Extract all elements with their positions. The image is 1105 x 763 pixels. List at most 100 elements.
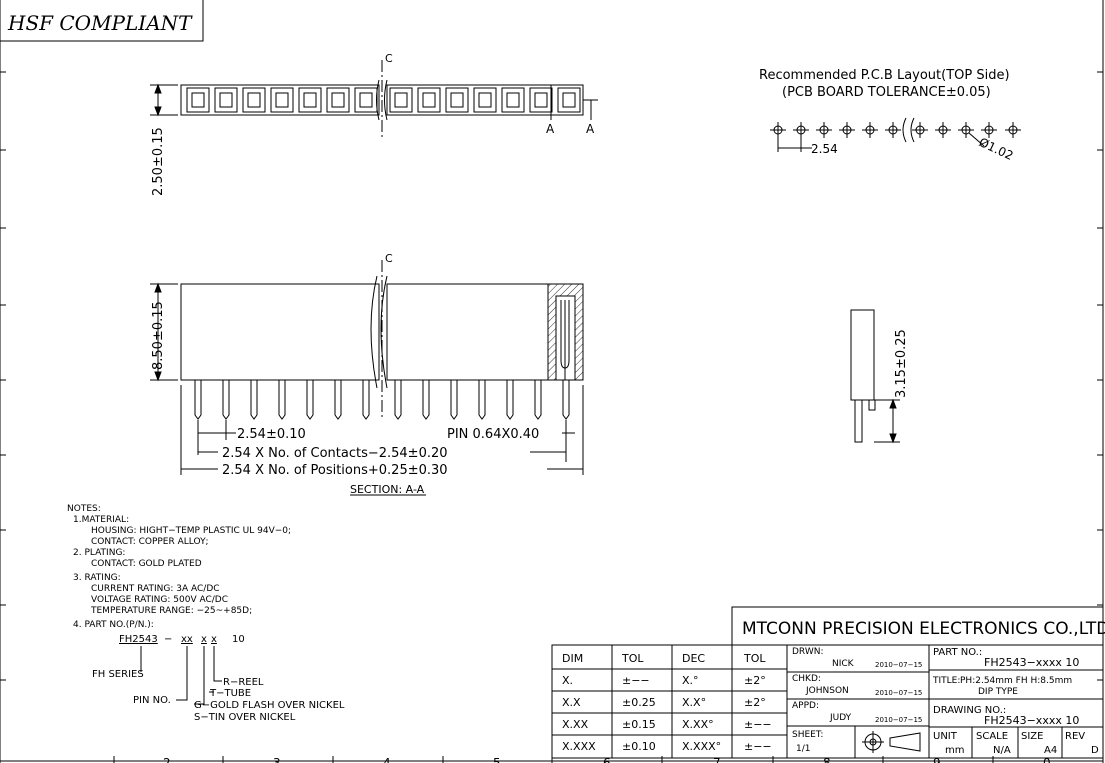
title-label: TITLE: (932, 676, 960, 686)
drwn-name: NICK (832, 659, 855, 669)
note-line: 3. RATING: (73, 573, 121, 583)
pn-pin-label: PIN NO. (133, 695, 171, 706)
top-center-mark: C (385, 52, 393, 65)
appd-date: 2010−07−15 (875, 716, 922, 724)
sheet-label: SHEET: (792, 730, 823, 740)
title-block-lines (731, 606, 1104, 759)
appd-label: APPD: (792, 701, 819, 711)
notes-title: NOTES: (67, 504, 101, 514)
pcb-pitch: 2.54 (811, 142, 838, 156)
pcb-title-line2: (PCB BOARD TOLERANCE±0.05) (782, 85, 991, 100)
sheet-value: 1/1 (796, 744, 810, 754)
pn-base: FH2543 (119, 634, 158, 645)
top-height-dim: 2.50±0.15 (151, 127, 166, 196)
appd-name: JUDY (829, 713, 852, 723)
unit-label: UNIT (933, 731, 958, 742)
note-line: 2. PLATING: (73, 548, 125, 558)
size-value: A4 (1044, 745, 1057, 756)
note-line: CONTACT: COPPER ALLOY; (91, 537, 209, 547)
tol-cell: X.X° (682, 696, 706, 709)
drwn-label: DRWN: (792, 647, 823, 657)
tol-cell: ±0.15 (622, 718, 656, 731)
tol-cell: ±0.10 (622, 740, 656, 753)
front-view-pins (194, 380, 570, 420)
tol-cell: X.XX (562, 718, 589, 731)
note-line: TEMPERATURE RANGE: −25~+85D; (90, 606, 252, 616)
zone-number: 5 (493, 756, 501, 763)
top-view-cavities (186, 87, 581, 113)
pn-dash: − (164, 634, 172, 645)
tol-header: DIM (562, 652, 583, 665)
chkd-name: JOHNSON (805, 686, 849, 696)
title-block: MTCONN PRECISION ELECTRONICS CO.,LTD DRW… (742, 619, 1105, 756)
pcb-holes (770, 117, 1021, 152)
tol-header: TOL (621, 652, 644, 665)
tol-cell: ±2° (744, 674, 766, 687)
tol-cell: ±−− (622, 674, 650, 687)
scale-label: SCALE (976, 731, 1008, 742)
zone-number: 0 (1043, 756, 1051, 763)
part-number-leaders (140, 646, 222, 705)
rev-value: D (1091, 745, 1099, 756)
pn-series-label: FH SERIES (92, 669, 144, 680)
front-contacts-dim: 2.54 X No. of Contacts−2.54±0.20 (222, 446, 448, 461)
part-number-breakdown: FH2543 − xx x x 10 FH SERIES PIN NO. R−R… (92, 634, 345, 723)
zone-number: 7 (713, 756, 721, 763)
pn-opt-tube: T−TUBE (209, 688, 251, 699)
note-line: CONTACT: GOLD PLATED (91, 559, 202, 569)
drawing-no-label: DRAWING NO.: (933, 705, 1006, 716)
title-line1: PH:2.54mm FH H:8.5mm (960, 676, 1072, 686)
zone-ruler (0, 756, 1103, 763)
company-name: MTCONN PRECISION ELECTRONICS CO.,LTD (742, 619, 1105, 639)
zone-number: 8 (823, 756, 831, 763)
title-line2: DIP TYPE (978, 687, 1018, 697)
tol-cell: ±2° (744, 696, 766, 709)
tol-cell: ±−− (744, 718, 772, 731)
tol-cell: X.XXX (562, 740, 596, 753)
pcb-title-line1: Recommended P.C.B Layout(TOP Side) (759, 68, 1010, 83)
pn-opt-tin: S−TIN OVER NICKEL (194, 712, 296, 723)
tol-cell: X.X (562, 696, 581, 709)
side-height-dim: 3.15±0.25 (894, 329, 909, 398)
front-positions-dim: 2.54 X No. of Positions+0.25±0.30 (222, 463, 448, 478)
zone-number: 6 (603, 756, 611, 763)
section-mark-right: A (586, 122, 595, 136)
pcb-hole-diameter: Ø1.02 (977, 135, 1016, 163)
pn-opt-reel: R−REEL (223, 677, 264, 688)
section-label: SECTION: A-A (350, 483, 425, 496)
zone-numbers: 2 3 4 5 6 7 8 9 0 (163, 756, 1051, 763)
zone-number: 4 (383, 756, 391, 763)
tol-cell: X.XXX° (682, 740, 721, 753)
scale-value: N/A (993, 745, 1011, 756)
tol-header: TOL (743, 652, 766, 665)
note-line: VOLTAGE RATING: 500V AC/DC (91, 595, 228, 605)
tol-cell: ±−− (744, 740, 772, 753)
notes-block: NOTES: 1.MATERIAL: HOUSING: HIGHT−TEMP P… (67, 504, 291, 630)
size-label: SIZE (1021, 731, 1043, 742)
part-no-label: PART NO.: (933, 647, 982, 658)
tol-header: DEC (682, 652, 705, 665)
front-height-dim: 8.50±0.15 (151, 301, 166, 370)
tol-cell: X.° (682, 674, 699, 687)
tol-cell: X. (562, 674, 573, 687)
pn-suffix: 10 (232, 634, 245, 645)
chkd-date: 2010−07−15 (875, 689, 922, 697)
front-view (150, 260, 584, 496)
drwn-date: 2010−07−15 (875, 661, 922, 669)
part-no-value: FH2543−xxxx 10 (984, 656, 1079, 669)
front-pin-dim: PIN 0.64X0.40 (447, 427, 539, 442)
zone-number: 9 (933, 756, 941, 763)
drawing-no-value: FH2543−xxxx 10 (984, 714, 1079, 727)
top-view (150, 60, 598, 140)
rev-label: REV (1065, 731, 1085, 742)
zone-number: 2 (163, 756, 171, 763)
tolerance-table: DIM TOL DEC TOL X. ±−− X.° ±2° X.X ±0.25… (562, 652, 772, 753)
hsf-stamp: HSF COMPLIANT (0, 0, 204, 42)
tol-cell: X.XX° (682, 718, 714, 731)
unit-value: mm (945, 745, 964, 756)
note-line: CURRENT RATING: 3A AC/DC (91, 584, 220, 594)
side-view (850, 309, 900, 444)
pn-x2: x (211, 634, 217, 645)
note-line: 1.MATERIAL: (73, 515, 129, 525)
